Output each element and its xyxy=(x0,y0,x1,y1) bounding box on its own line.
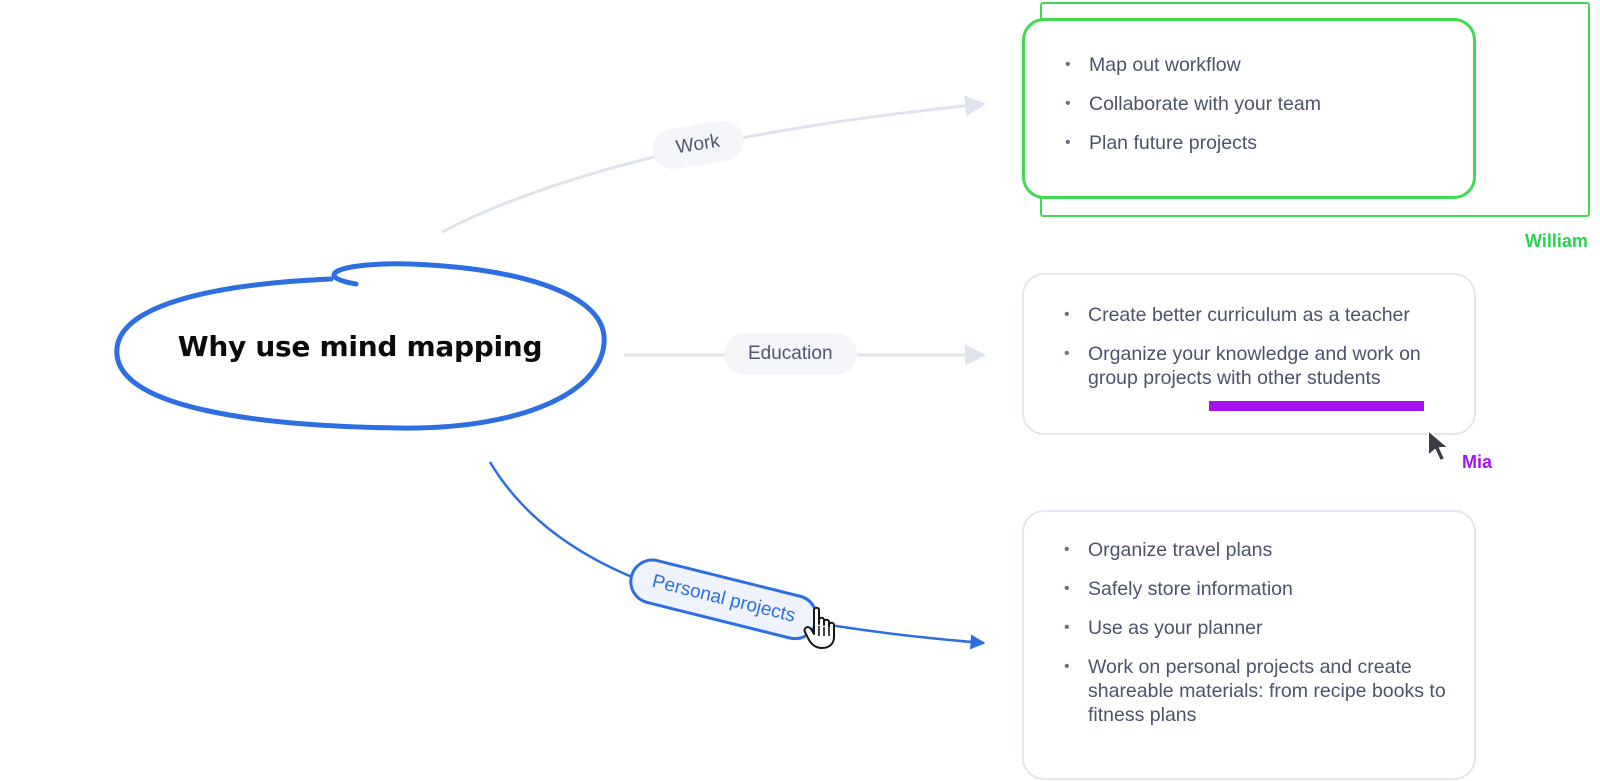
list-item: Collaborate with your team xyxy=(1065,92,1453,116)
list-item: Organize travel plans xyxy=(1064,538,1454,562)
collaborator-label-william: William xyxy=(1525,231,1588,251)
branch-label-education[interactable]: Education xyxy=(724,333,857,375)
list-item: Safely store information xyxy=(1064,577,1454,601)
list-item: Create better curriculum as a teacher xyxy=(1064,303,1454,327)
list-item: Plan future projects xyxy=(1065,131,1453,155)
work-list: Map out workflow Collaborate with your t… xyxy=(1065,53,1453,170)
list-item: Map out workflow xyxy=(1065,53,1453,77)
central-topic[interactable]: Why use mind mapping xyxy=(177,330,543,363)
personal-list: Organize travel plans Safely store infor… xyxy=(1064,538,1454,742)
hand-cursor-icon xyxy=(803,606,835,649)
central-topic-outline[interactable] xyxy=(114,261,607,431)
arrow-cursor-icon xyxy=(1427,429,1450,462)
education-card[interactable]: Create better curriculum as a teacher Or… xyxy=(1022,273,1476,435)
collaborator-label-mia: Mia xyxy=(1462,452,1493,472)
list-item: Work on personal projects and create sha… xyxy=(1064,655,1454,727)
list-item: Organize your knowledge and work on grou… xyxy=(1064,342,1454,390)
list-item: Use as your planner xyxy=(1064,616,1454,640)
work-card[interactable]: Map out workflow Collaborate with your t… xyxy=(1022,18,1476,199)
mia-highlight xyxy=(1209,401,1424,411)
personal-projects-card[interactable]: Organize travel plans Safely store infor… xyxy=(1022,510,1476,780)
education-list: Create better curriculum as a teacher Or… xyxy=(1064,303,1454,405)
